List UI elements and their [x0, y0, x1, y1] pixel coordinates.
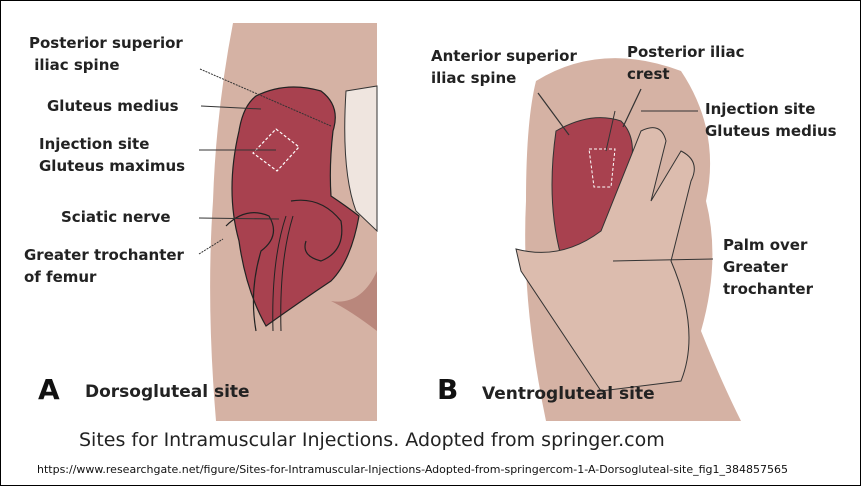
dorsogluteal-illustration	[198, 23, 378, 421]
label-gluteus-medius: Gluteus medius	[47, 97, 179, 115]
panel-a-letter: A	[38, 373, 60, 406]
label-sciatic-nerve: Sciatic nerve	[61, 208, 171, 226]
label-injection-site-gluteus-maximus: Injection site Gluteus maximus	[39, 135, 186, 175]
panel-b-title: Ventrogluteal site	[482, 384, 655, 404]
panel-a-title: Dorsogluteal site	[85, 382, 250, 402]
label-posterior-superior-iliac-spine: Posterior superior iliac spine	[29, 34, 183, 74]
label-posterior-iliac-crest: Posterior iliac crest	[627, 43, 745, 83]
source-url: https://www.researchgate.net/figure/Site…	[37, 463, 788, 476]
figure-caption: Sites for Intramuscular Injections. Adop…	[79, 429, 665, 451]
label-anterior-superior-iliac-spine: Anterior superior iliac spine	[431, 47, 577, 87]
label-injection-site-gluteus-medius: Injection site Gluteus medius	[705, 100, 837, 140]
ventrogluteal-illustration	[515, 58, 741, 422]
panel-b-letter: B	[437, 373, 459, 406]
label-palm-over-greater-trochanter: Palm over Greater trochanter	[723, 236, 813, 298]
label-greater-trochanter: Greater trochanter of femur	[24, 246, 184, 286]
